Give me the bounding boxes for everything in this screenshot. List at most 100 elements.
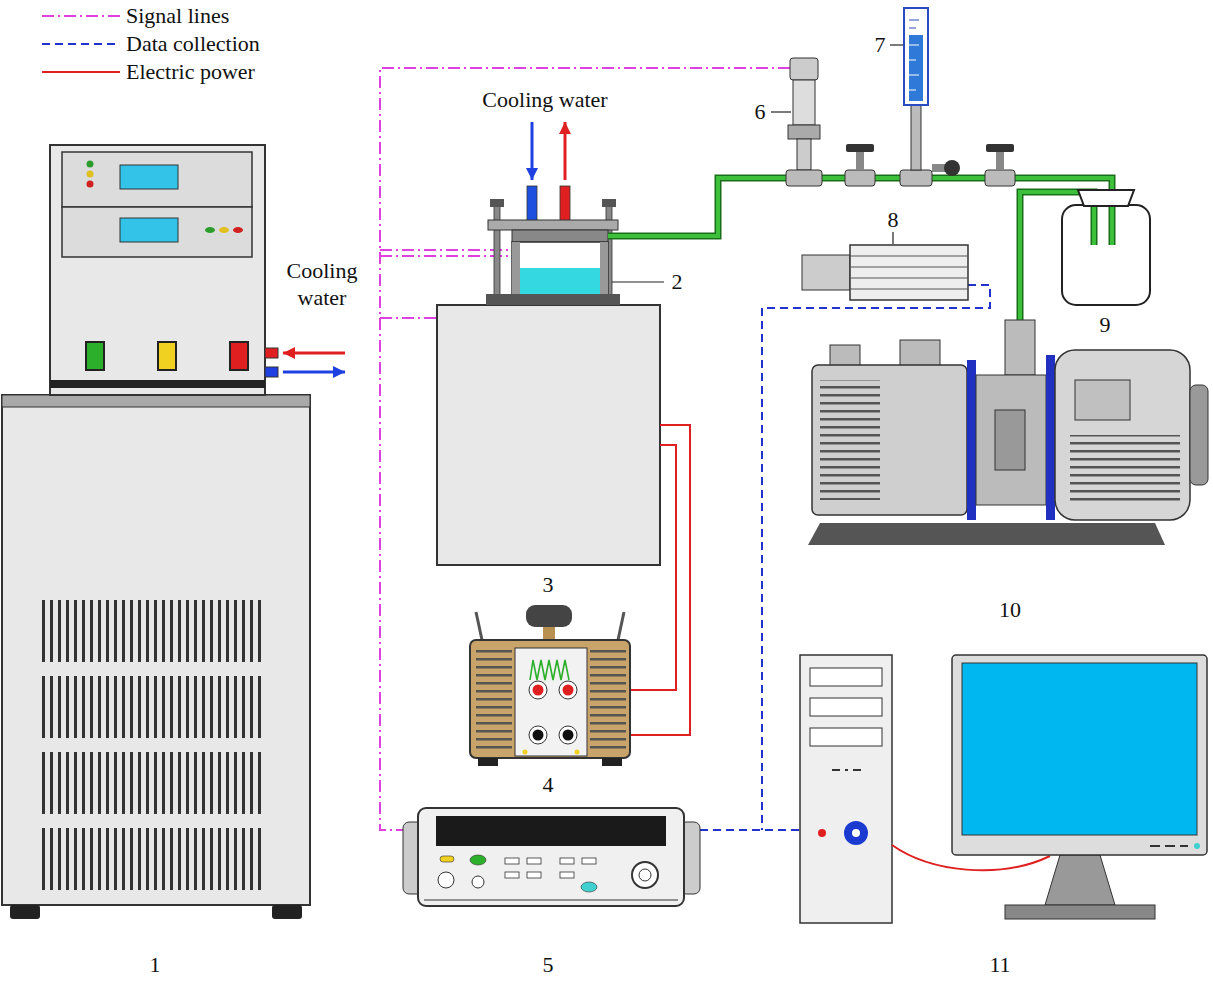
chiller bbox=[50, 380, 265, 388]
computer bbox=[800, 655, 1207, 923]
signal-line bbox=[380, 68, 790, 830]
chiller bbox=[62, 152, 252, 207]
pressure-sensor bbox=[771, 111, 791, 112]
legend-text: Signal lines bbox=[126, 3, 229, 29]
variac bbox=[533, 730, 544, 741]
computer bbox=[810, 728, 882, 746]
chiller bbox=[42, 676, 266, 738]
flow-gauge bbox=[909, 90, 916, 91]
computer bbox=[832, 769, 840, 771]
variac bbox=[559, 726, 577, 744]
annotation-label: Cooling water bbox=[482, 86, 607, 114]
variac bbox=[533, 685, 544, 696]
computer bbox=[1194, 843, 1200, 849]
chiller bbox=[2, 395, 310, 407]
variac bbox=[559, 681, 577, 699]
vacuum-pump bbox=[812, 365, 967, 515]
chiller bbox=[283, 352, 345, 355]
computer bbox=[1180, 845, 1188, 847]
vacuum-pump bbox=[808, 320, 1208, 545]
multimeter bbox=[527, 858, 541, 864]
variac bbox=[602, 758, 622, 766]
chiller bbox=[10, 905, 40, 919]
test-cell bbox=[602, 199, 616, 207]
computer bbox=[1005, 905, 1155, 919]
signal-line bbox=[380, 249, 512, 251]
multimeter bbox=[560, 858, 574, 864]
test-cell bbox=[486, 294, 620, 305]
variac bbox=[515, 648, 587, 756]
flow-gauge bbox=[909, 60, 916, 61]
heater-box bbox=[437, 305, 660, 565]
flow-gauge bbox=[890, 8, 928, 105]
test-cell bbox=[612, 281, 664, 282]
flow-gauge bbox=[890, 44, 903, 45]
pressure-sensor bbox=[788, 125, 820, 139]
chiller bbox=[283, 371, 345, 374]
variac bbox=[529, 681, 547, 699]
callout-number: 3 bbox=[543, 571, 554, 599]
chiller bbox=[86, 342, 104, 370]
variac bbox=[575, 750, 580, 755]
multimeter bbox=[560, 872, 574, 878]
chiller bbox=[2, 395, 310, 905]
multimeter bbox=[632, 862, 658, 888]
vacuum-pump bbox=[967, 360, 976, 520]
callout-number: 5 bbox=[543, 951, 554, 979]
pressure-sensor bbox=[786, 170, 822, 186]
test-cell bbox=[520, 268, 600, 294]
flow-gauge bbox=[909, 75, 919, 76]
legend-row: Signal lines bbox=[40, 2, 260, 30]
valve bbox=[932, 164, 946, 172]
data-logger bbox=[850, 289, 968, 290]
computer bbox=[852, 829, 860, 837]
tubing bbox=[608, 178, 1112, 245]
computer bbox=[1150, 845, 1160, 847]
test-cell bbox=[486, 122, 664, 305]
multimeter bbox=[472, 876, 484, 888]
legend-line bbox=[42, 43, 120, 45]
callout-number: 4 bbox=[543, 771, 554, 799]
test-cell bbox=[488, 220, 618, 230]
vacuum-pump bbox=[830, 345, 860, 367]
variac bbox=[526, 605, 572, 627]
flow-gauge bbox=[909, 45, 919, 46]
valve bbox=[911, 105, 921, 170]
vacuum-pump bbox=[900, 340, 940, 367]
callout-number: 2 bbox=[672, 268, 683, 296]
tubing bbox=[608, 178, 1112, 320]
legend-sample bbox=[40, 62, 122, 82]
multimeter bbox=[527, 872, 541, 878]
tubing bbox=[1020, 192, 1094, 320]
computer bbox=[844, 821, 868, 845]
test-cell bbox=[512, 242, 520, 294]
pressure-sensor bbox=[790, 58, 818, 80]
chiller bbox=[265, 367, 278, 377]
vacuum-pump bbox=[1190, 385, 1208, 485]
test-cell bbox=[527, 186, 537, 222]
callout-number: 6 bbox=[755, 98, 766, 126]
multimeter bbox=[470, 855, 486, 865]
callout-number: 10 bbox=[999, 596, 1021, 624]
chiller bbox=[87, 181, 94, 188]
legend-line bbox=[42, 71, 120, 73]
vacuum-pump bbox=[1046, 355, 1055, 520]
chiller bbox=[62, 207, 252, 257]
valve bbox=[846, 144, 874, 152]
vacuum-pump bbox=[995, 410, 1025, 470]
chiller bbox=[42, 828, 266, 890]
variac bbox=[590, 650, 626, 750]
variac bbox=[470, 640, 630, 758]
computer bbox=[810, 698, 882, 716]
variac bbox=[523, 750, 528, 755]
callout-number: 8 bbox=[888, 206, 899, 234]
callout-number: 11 bbox=[989, 951, 1010, 979]
legend-sample bbox=[40, 34, 122, 54]
data-logger bbox=[850, 256, 968, 257]
flow-gauge bbox=[904, 8, 928, 105]
variac bbox=[529, 726, 547, 744]
chiller bbox=[219, 227, 229, 233]
data-line bbox=[700, 829, 800, 831]
valve bbox=[845, 105, 1015, 186]
